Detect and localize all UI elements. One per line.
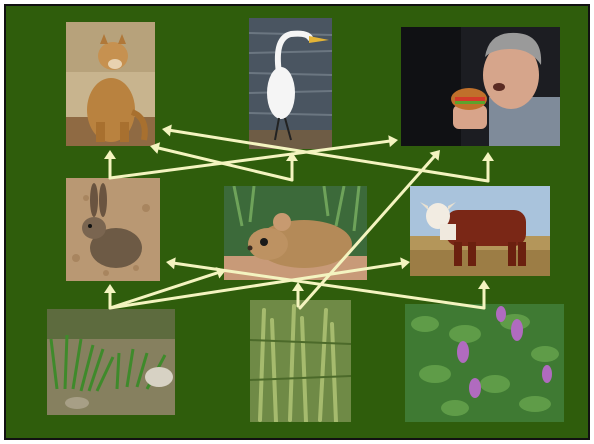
pickleweed-photo: [250, 300, 351, 422]
cougar-photo: [66, 22, 155, 146]
egret-photo: [249, 18, 332, 149]
alfalfa-photo: [405, 304, 564, 422]
mouse-photo: [224, 186, 367, 280]
cow-photo: [410, 186, 550, 276]
grass-photo: [47, 309, 175, 415]
jackrabbit-photo: [66, 178, 160, 281]
human-eating-photo: [401, 27, 560, 146]
